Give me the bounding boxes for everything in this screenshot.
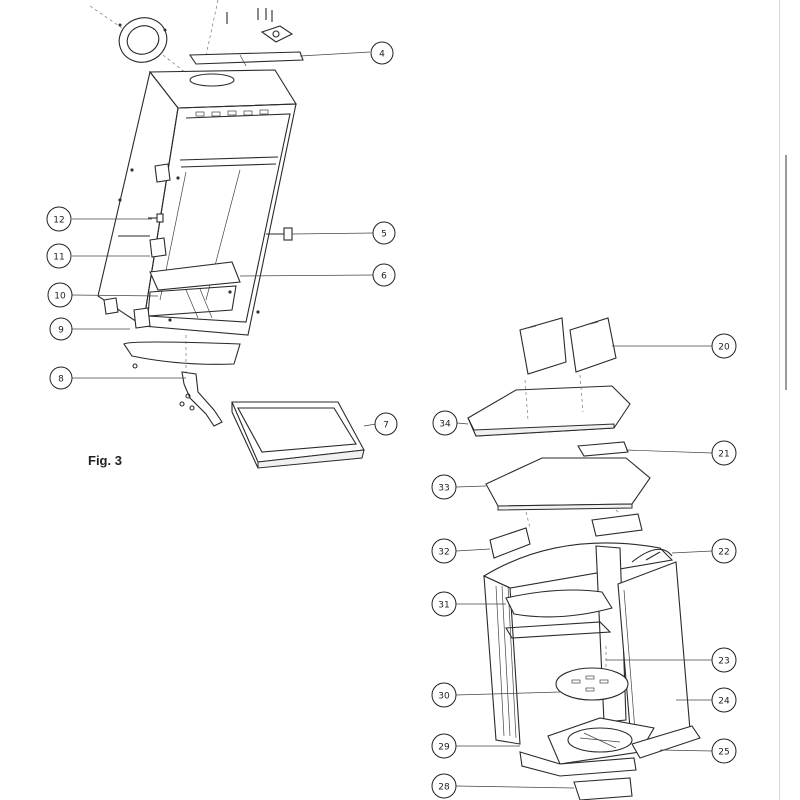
callout-22-label: 22 xyxy=(718,548,729,558)
callout-12: 12 xyxy=(46,206,72,232)
callout-11-label: 11 xyxy=(53,253,64,263)
callout-9: 9 xyxy=(49,317,73,341)
callout-20-label: 20 xyxy=(718,343,730,353)
bracket-32-left-part xyxy=(489,527,531,559)
callout-24-label: 24 xyxy=(718,697,730,707)
deflector-31-part xyxy=(505,589,613,618)
callout-10: 10 xyxy=(47,282,73,308)
base-bar-part xyxy=(631,725,701,759)
stove-body-part xyxy=(97,69,297,336)
callout-10-label: 10 xyxy=(54,292,66,302)
page-edge-mark xyxy=(785,155,787,390)
callout-8-label: 8 xyxy=(58,375,64,385)
top-screws xyxy=(204,0,294,61)
callout-4: 4 xyxy=(370,41,394,65)
callout-6-label: 6 xyxy=(381,272,387,282)
callout-20: 20 xyxy=(711,333,737,359)
callout-4-label: 4 xyxy=(379,50,385,60)
callout-32-label: 32 xyxy=(438,548,449,558)
top-bracket-part xyxy=(188,51,304,65)
callout-33-label: 33 xyxy=(438,484,449,494)
ash-pan-part xyxy=(231,401,365,469)
callout-30: 30 xyxy=(431,682,457,708)
callout-28-label: 28 xyxy=(438,783,450,793)
callout-34-label: 34 xyxy=(439,420,451,430)
back-plate-right-part xyxy=(569,317,617,373)
callout-21: 21 xyxy=(711,440,737,466)
callout-31-label: 31 xyxy=(438,601,449,611)
callout-5-label: 5 xyxy=(381,230,387,240)
left-stove-body-assembly xyxy=(89,0,365,469)
callout-30-label: 30 xyxy=(438,692,450,702)
callout-22: 22 xyxy=(711,538,737,564)
bracket-32-right-part xyxy=(591,513,643,537)
back-plate-left-part xyxy=(519,317,567,375)
callout-12-label: 12 xyxy=(53,216,64,226)
top-deflector-part xyxy=(485,457,651,507)
callout-23-label: 23 xyxy=(718,657,729,667)
callout-9-label: 9 xyxy=(58,326,64,336)
flue-collar-part xyxy=(89,5,187,74)
right-firebox-assembly xyxy=(467,317,701,800)
callout-32: 32 xyxy=(431,538,457,564)
riddler-rod-part xyxy=(132,335,223,427)
callout-24: 24 xyxy=(711,687,737,713)
callout-21-label: 21 xyxy=(718,450,729,460)
callout-28: 28 xyxy=(431,773,457,799)
side-screws xyxy=(118,213,293,241)
callout-29: 29 xyxy=(431,733,457,759)
bracket-21-part xyxy=(577,441,629,457)
callout-6: 6 xyxy=(372,263,396,287)
small-plate-28-part xyxy=(573,777,633,800)
firebox-walls-part xyxy=(482,542,691,753)
callout-7: 7 xyxy=(374,412,398,436)
callout-7-label: 7 xyxy=(383,421,389,431)
callout-29-label: 29 xyxy=(438,743,450,753)
figure-label: Fig. 3 xyxy=(88,453,122,468)
grate-part xyxy=(555,646,629,701)
callout-5: 5 xyxy=(372,221,396,245)
base-grate-part xyxy=(519,717,655,777)
callout-25: 25 xyxy=(711,738,737,764)
callout-leaders xyxy=(71,51,713,789)
callout-11: 11 xyxy=(46,243,72,269)
callout-23: 23 xyxy=(711,647,737,673)
ash-lip-part xyxy=(123,341,241,365)
callout-33: 33 xyxy=(431,474,457,500)
callout-25-label: 25 xyxy=(718,748,729,758)
callout-34: 34 xyxy=(432,410,458,436)
page-margin-rule xyxy=(779,0,780,800)
callout-31: 31 xyxy=(431,591,457,617)
callout-8: 8 xyxy=(49,366,73,390)
